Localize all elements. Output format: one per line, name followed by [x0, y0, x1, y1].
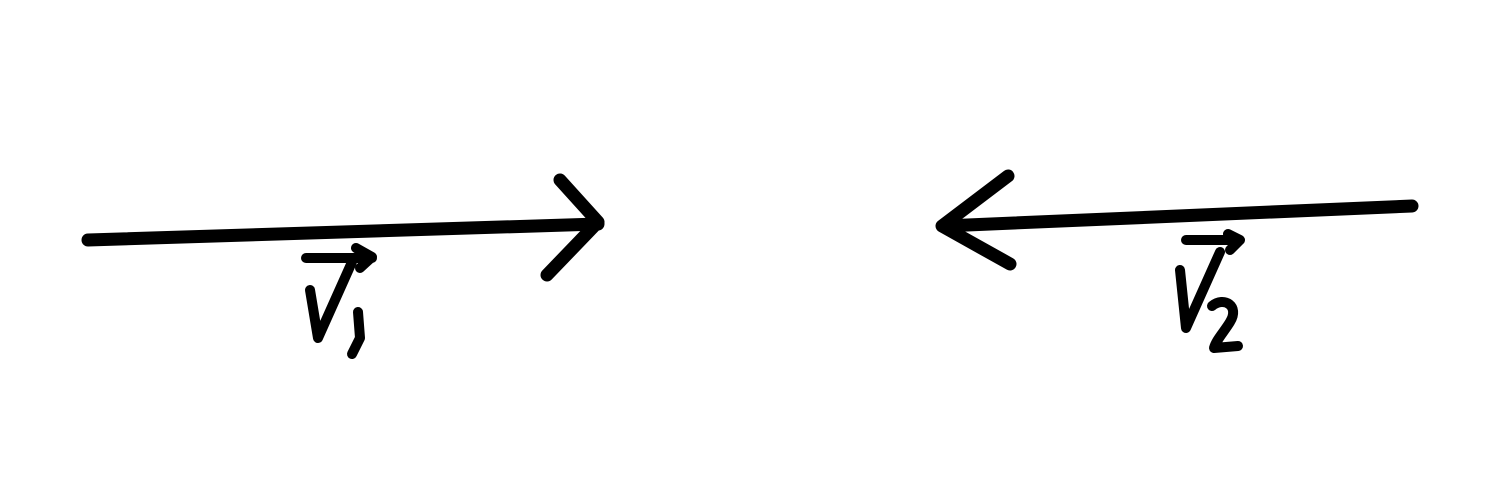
- vector-v2: [935, 169, 1419, 271]
- vector-v2-label: V2: [1175, 229, 1245, 353]
- vector-v1-label-v: [305, 257, 357, 343]
- vector-v1-label-overarrow: [301, 243, 377, 273]
- vector-v1-label-subscript: [347, 307, 365, 359]
- vector-v2-label-overarrow: [1181, 229, 1245, 255]
- vector-v2-arrowhead: [935, 169, 1017, 271]
- vector-v1-label: V1: [301, 243, 377, 359]
- vector-v2-label-subscript: [1207, 297, 1243, 353]
- vector-v1-arrowhead: [540, 173, 605, 282]
- vector-v1-shaft: [81, 217, 605, 247]
- vector-v2-label-v: [1175, 247, 1225, 333]
- vector-v1: [81, 173, 605, 282]
- vector-v2-shaft: [937, 199, 1419, 233]
